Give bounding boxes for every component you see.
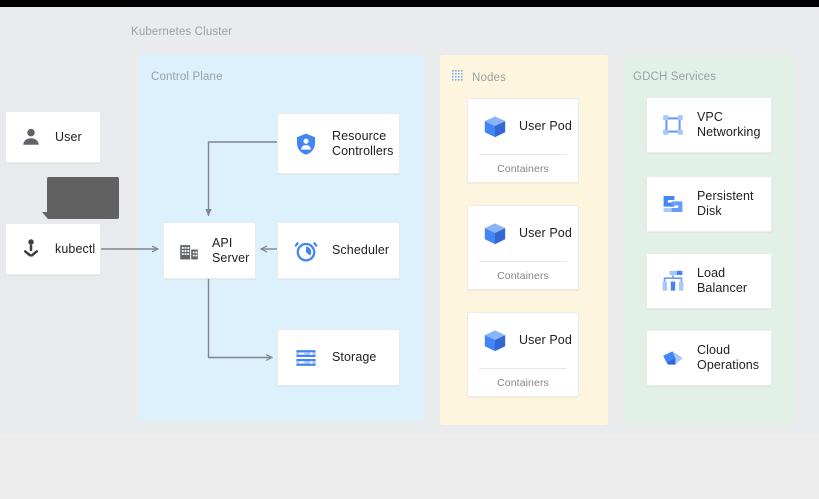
- card-scheduler[interactable]: Scheduler: [277, 222, 400, 279]
- pod-sublabel: Containers: [497, 377, 549, 389]
- pod-divider: [479, 368, 567, 369]
- card-cloud-operations[interactable]: Cloud Operations: [646, 330, 772, 386]
- card-label: User Pod: [519, 226, 572, 240]
- vpc-network-icon: [661, 113, 685, 137]
- card-label-line2: Balancer: [697, 281, 748, 295]
- cloud-operations-icon: [661, 346, 685, 370]
- card-persistent-disk[interactable]: Persistent Disk: [646, 176, 772, 232]
- alarm-clock-icon: [294, 239, 318, 263]
- card-label: Scheduler: [332, 243, 390, 257]
- panel-label-gdch-services: GDCH Services: [633, 71, 716, 83]
- person-icon: [20, 126, 42, 148]
- card-label-line1: Cloud: [697, 343, 731, 357]
- card-user-pod[interactable]: User Pod Containers: [467, 205, 579, 290]
- shield-person-icon: [294, 132, 318, 156]
- building-icon: [178, 240, 200, 262]
- panel-label-control-plane: Control Plane: [151, 71, 223, 83]
- cube-icon: [482, 221, 508, 247]
- cluster-title: Kubernetes Cluster: [131, 26, 233, 38]
- card-label: User Pod: [519, 333, 572, 347]
- pod-divider: [479, 261, 567, 262]
- top-black-bar: [0, 0, 819, 7]
- card-label: Storage: [332, 350, 377, 364]
- card-label-line2: Operations: [697, 358, 760, 372]
- card-label-line1: Resource: [332, 128, 387, 143]
- card-user-pod[interactable]: User Pod Containers: [467, 312, 579, 397]
- pod-header: User Pod: [468, 99, 578, 154]
- pod-divider: [479, 154, 567, 155]
- card-kubectl[interactable]: kubectl: [5, 223, 101, 275]
- card-label: Persistent Disk: [697, 189, 754, 219]
- card-storage[interactable]: Storage: [277, 329, 400, 386]
- panel-label-text: GDCH Services: [633, 71, 717, 83]
- card-load-balancer[interactable]: Load Balancer: [646, 253, 772, 309]
- card-label: API Server: [212, 236, 249, 266]
- pod-header: User Pod: [468, 206, 578, 261]
- panel-label-nodes: Nodes: [452, 70, 506, 86]
- card-resource-controllers[interactable]: Resource Controllers: [277, 113, 400, 174]
- persistent-disk-icon: [661, 192, 685, 216]
- cube-icon: [482, 328, 508, 354]
- kubectl-icon: [20, 238, 42, 260]
- card-vpc-networking[interactable]: VPC Networking: [646, 97, 772, 153]
- pod-sublabel: Containers: [497, 270, 549, 282]
- card-api-server[interactable]: API Server: [163, 222, 256, 279]
- card-label-line1: API: [212, 235, 233, 250]
- load-balancer-icon: [661, 269, 685, 293]
- tooltip-overlay: [42, 177, 119, 219]
- dotted-grid-icon: [452, 70, 465, 86]
- card-label: kubectl: [55, 241, 96, 256]
- card-label: VPC Networking: [697, 110, 761, 140]
- server-stack-icon: [294, 346, 318, 370]
- card-user-pod[interactable]: User Pod Containers: [467, 98, 579, 183]
- card-label-line2: Controllers: [332, 143, 394, 158]
- pod-header: User Pod: [468, 313, 578, 368]
- card-label-line2: Disk: [697, 204, 722, 218]
- diagram-canvas: Kubernetes Cluster Control Plane Nodes: [0, 7, 819, 434]
- pod-sublabel: Containers: [497, 163, 549, 175]
- card-label-line1: Load: [697, 266, 726, 280]
- cube-icon: [482, 114, 508, 140]
- card-label-line1: Persistent: [697, 189, 754, 203]
- card-user[interactable]: User: [5, 111, 101, 163]
- tooltip-text: [47, 177, 119, 185]
- card-label: Resource Controllers: [332, 129, 394, 159]
- panel-label-text: Control Plane: [151, 71, 223, 83]
- card-label-line2: Server: [212, 250, 250, 265]
- card-label: User: [55, 129, 82, 144]
- panel-label-text: Nodes: [472, 72, 506, 84]
- card-label: Load Balancer: [697, 266, 747, 296]
- card-label-line1: VPC: [697, 110, 724, 124]
- card-label: User Pod: [519, 119, 572, 133]
- card-label: Cloud Operations: [697, 343, 759, 373]
- card-label-line2: Networking: [697, 125, 761, 139]
